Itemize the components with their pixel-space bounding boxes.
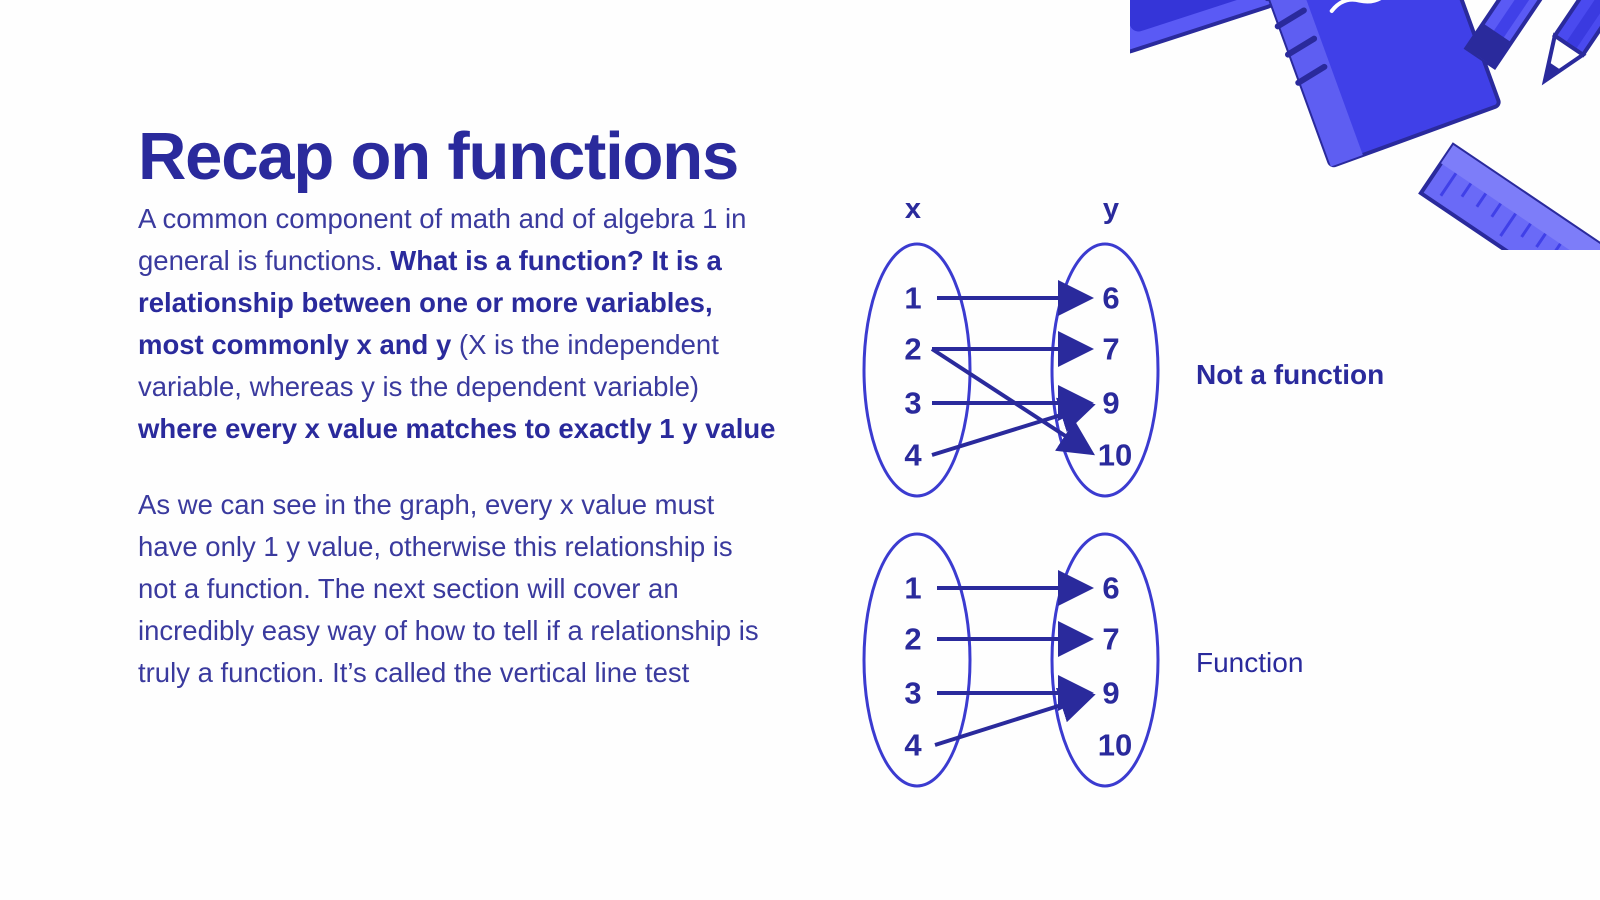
paragraph-explanation: As we can see in the graph, every x valu… bbox=[138, 489, 759, 688]
diagram1-range-item: 9 bbox=[1102, 386, 1119, 421]
diagram1-range-item: 10 bbox=[1098, 438, 1132, 473]
diagram2-mapping-4-to-9 bbox=[934, 687, 1096, 747]
diagram2-range-item: 9 bbox=[1102, 676, 1119, 711]
diagram1-domain-item: 1 bbox=[904, 281, 921, 316]
colored-pencil-icon bbox=[1541, 0, 1600, 86]
diagram2-domain-ellipse bbox=[862, 532, 972, 788]
diagram1-domain-item: 4 bbox=[904, 438, 922, 473]
diagram1-range-item: 6 bbox=[1102, 281, 1119, 316]
diagram2-range-ellipse bbox=[1050, 532, 1160, 788]
notebook-icon bbox=[1244, 0, 1501, 168]
diagram1-range-ellipse bbox=[1050, 242, 1160, 498]
paragraph-definition: A common component of math and of algebr… bbox=[138, 203, 776, 444]
diagram2-domain-item: 3 bbox=[904, 676, 921, 711]
verdict-not-a-function: Not a function bbox=[1196, 359, 1385, 390]
diagram1-header-x: x bbox=[905, 193, 921, 225]
pencil-icon bbox=[1463, 0, 1598, 70]
diagram-function: 1 2 3 4 6 7 9 10 bbox=[862, 532, 1160, 788]
diagram2-domain-item: 4 bbox=[904, 728, 922, 763]
mapping-diagrams: x y 1 2 3 4 6 7 9 10 1 2 3 4 6 7 9 10 bbox=[840, 170, 1460, 820]
diagram1-header-y: y bbox=[1103, 193, 1119, 225]
diagram1-domain-item: 3 bbox=[904, 386, 921, 421]
diagram2-domain-item: 2 bbox=[904, 622, 921, 657]
diagram2-range-item: 7 bbox=[1102, 622, 1119, 657]
diagram2-domain-item: 1 bbox=[904, 571, 921, 606]
diagram2-range-item: 10 bbox=[1098, 728, 1132, 763]
diagram-not-a-function: x y 1 2 3 4 6 7 9 10 bbox=[862, 193, 1160, 498]
diagram1-domain-ellipse bbox=[862, 242, 972, 498]
diagram2-range-item: 6 bbox=[1102, 571, 1119, 606]
diagram1-domain-item: 2 bbox=[904, 332, 921, 367]
tablet-icon bbox=[1130, 0, 1282, 54]
diagram1-range-item: 7 bbox=[1102, 332, 1119, 367]
diagram1-mapping-2-to-10 bbox=[930, 347, 1096, 456]
body-text-column: A common component of math and of algebr… bbox=[138, 198, 778, 728]
page-title: Recap on functions bbox=[138, 118, 739, 194]
verdict-function: Function bbox=[1196, 647, 1304, 678]
diagram1-mapping-4-to-9 bbox=[931, 397, 1096, 457]
